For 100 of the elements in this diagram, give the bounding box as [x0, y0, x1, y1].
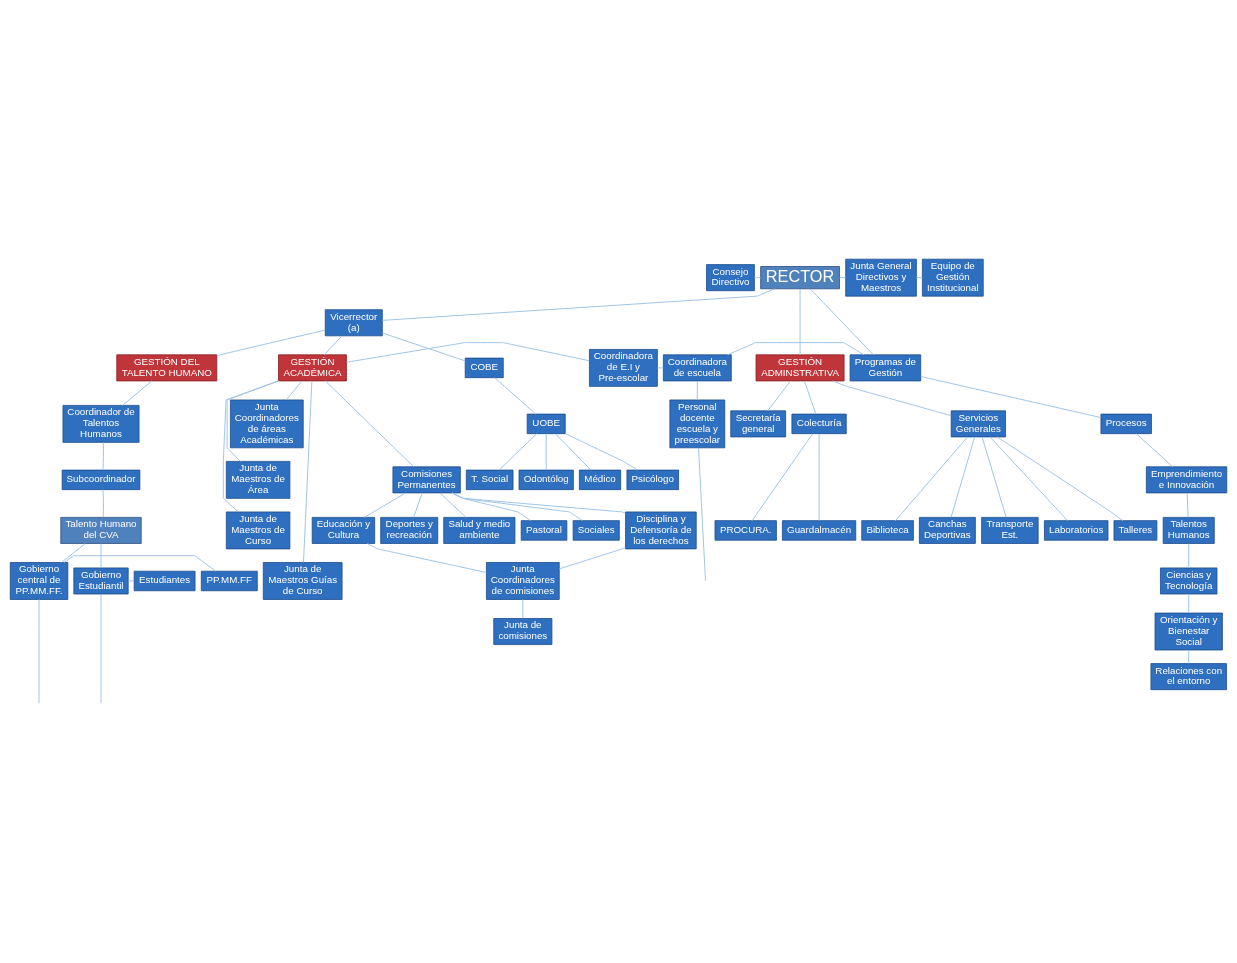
node-box: Comisiones Permanentes — [392, 466, 461, 494]
node-box: Servicios Generales — [950, 410, 1006, 438]
node-box: Coordinadora de E.I y Pre-escolar — [589, 349, 658, 387]
connector — [818, 433, 820, 522]
node-box: Disciplina y Defensoría de los derechos — [625, 511, 697, 550]
connector — [413, 492, 423, 518]
node-box: GESTIÓN DEL TALENTO HUMANO — [116, 354, 218, 382]
node-box: PROCURA. — [714, 520, 777, 541]
node-box: Junta de Maestros de Área — [225, 460, 291, 499]
node-box: Personal docente escuela y preescolar — [669, 399, 726, 449]
connector — [832, 380, 952, 417]
node-box: Sociales — [572, 520, 620, 541]
node-box: Junta Coordinadores de comisiones — [486, 562, 560, 600]
node-box: Secretaría general — [730, 410, 787, 438]
connector — [1135, 433, 1174, 468]
connector — [439, 492, 467, 518]
node-box: Junta de Maestros Guías de Curso — [262, 562, 343, 600]
connector — [63, 555, 217, 572]
connector — [950, 436, 976, 518]
node-box: PP.MM.FF — [200, 570, 258, 592]
node-box: Laboratorios — [1044, 520, 1109, 541]
connector — [799, 288, 801, 356]
node-box: Guardalmacén — [782, 520, 857, 541]
node-box: Procesos — [1100, 413, 1152, 435]
connector — [767, 380, 791, 412]
node-box: Transporte Est. — [981, 516, 1039, 544]
connector — [564, 433, 639, 471]
connector — [522, 599, 524, 619]
node-box: Talleres — [1113, 520, 1158, 541]
connector — [696, 380, 698, 401]
node-box: Canchas Deportivas — [918, 516, 976, 544]
node-box: Deportes y recreación — [380, 516, 439, 544]
node-box: Equipo de Gestión Institucional — [921, 258, 984, 297]
node-box: Talentos Humanos — [1162, 516, 1215, 544]
node-box: Médico — [578, 469, 622, 491]
node-box: Vicerrector (a) — [324, 309, 383, 337]
node-box: Coordinador de Talentos Humanos — [62, 405, 140, 443]
connector — [989, 436, 1069, 522]
connector — [494, 377, 537, 415]
node-box: Gobierno Estudiantil — [73, 567, 129, 595]
connector — [839, 277, 847, 279]
connector — [222, 380, 279, 513]
node-box: Colecturía — [791, 413, 847, 435]
node-box: Ciencias y Tecnología — [1160, 567, 1218, 595]
node-box: RECTOR — [760, 266, 840, 290]
node-box: Junta Coordinadores de áreas Académicas — [229, 399, 304, 449]
connector — [102, 441, 104, 471]
connector — [753, 277, 761, 279]
connector — [381, 332, 466, 362]
node-box: Psicólogo — [626, 469, 679, 491]
connector — [381, 288, 776, 321]
connector — [558, 547, 626, 570]
connector — [102, 489, 104, 518]
connector — [920, 376, 1102, 419]
connector — [698, 447, 706, 581]
node-box: Educación y Cultura — [311, 516, 376, 544]
connector — [100, 543, 102, 569]
node-box: GESTIÓN ACADÉMICA — [278, 354, 347, 382]
connector — [364, 492, 406, 518]
node-box: Junta de Maestros de Curso — [225, 511, 291, 550]
connector — [727, 342, 865, 356]
node-box: Consejo Directivo — [706, 264, 755, 292]
connector — [324, 380, 415, 468]
node-box: Junta General Directivos y Maestros — [845, 258, 917, 297]
connector — [122, 380, 153, 406]
connector — [657, 367, 664, 369]
connector — [366, 543, 487, 573]
node-box: Junta de comisiones — [493, 618, 553, 645]
connector — [1188, 593, 1190, 614]
node-box: Salud y medio ambiente — [443, 516, 516, 544]
connector — [303, 380, 313, 563]
connector — [1188, 649, 1190, 664]
connector — [545, 433, 547, 471]
connector — [216, 329, 326, 357]
node-box: Relaciones con el entorno — [1150, 663, 1227, 691]
connector — [61, 543, 86, 563]
connector — [498, 433, 538, 471]
connector — [809, 288, 874, 356]
node-box: GESTIÓN ADMINSTRATIVA — [755, 354, 845, 382]
node-box: Subcoordinador — [61, 469, 141, 491]
node-box: Biblioteca — [861, 520, 914, 541]
node-box: Odontólog — [518, 469, 574, 491]
connector — [323, 335, 343, 356]
connector — [996, 436, 1124, 522]
node-box: UOBE — [526, 413, 566, 435]
node-box: Estudiantes — [133, 570, 196, 592]
connector — [895, 436, 969, 522]
connector — [751, 433, 814, 522]
node-box: Pastoral — [520, 520, 568, 541]
connector — [1186, 492, 1189, 518]
connector — [38, 599, 40, 704]
connector — [554, 433, 592, 471]
connector — [981, 436, 1007, 518]
node-box: T. Social — [465, 469, 514, 491]
connector — [346, 342, 590, 363]
node-box: Orientación y Bienestar Social — [1154, 612, 1223, 651]
connector — [451, 492, 626, 514]
connector — [803, 380, 817, 415]
node-box: Programas de Gestión — [849, 354, 922, 382]
node-box: Gobierno central de PP.MM.FF. — [9, 562, 69, 600]
